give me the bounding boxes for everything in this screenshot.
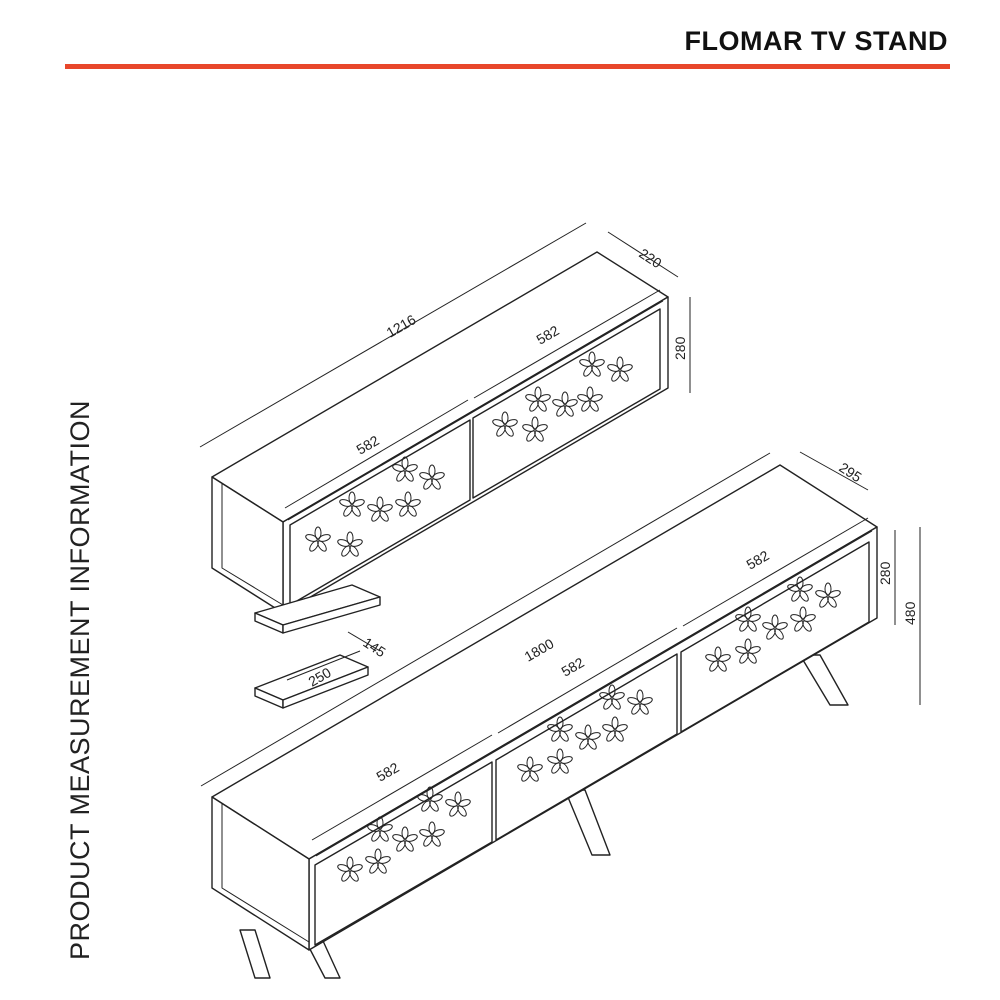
stand-leg — [239, 929, 271, 979]
wall-unit-depth-label: 220 — [636, 245, 664, 271]
stand-leg — [564, 789, 611, 856]
shelf-plates — [254, 584, 381, 709]
stand-depth-label: 295 — [836, 459, 864, 485]
wall-unit — [211, 251, 669, 614]
stand-door-middle — [495, 653, 678, 841]
shelf-depth-label: 145 — [360, 634, 388, 660]
tv-stand-dimension-lines — [200, 451, 921, 841]
wall-unit-width-label: 1216 — [384, 311, 419, 341]
stand-body-height-label: 280 — [877, 561, 893, 585]
accent-divider — [65, 64, 950, 69]
stand-door-right — [680, 541, 870, 733]
wall-unit-height-label: 280 — [672, 336, 688, 360]
wall-unit-dimension-lines — [199, 222, 691, 681]
tv-stand — [211, 464, 878, 979]
stand-side — [211, 796, 310, 951]
product-title: FLOMAR TV STAND — [684, 26, 948, 56]
stand-leg — [799, 654, 849, 706]
stand-total-height-label: 480 — [902, 601, 918, 625]
